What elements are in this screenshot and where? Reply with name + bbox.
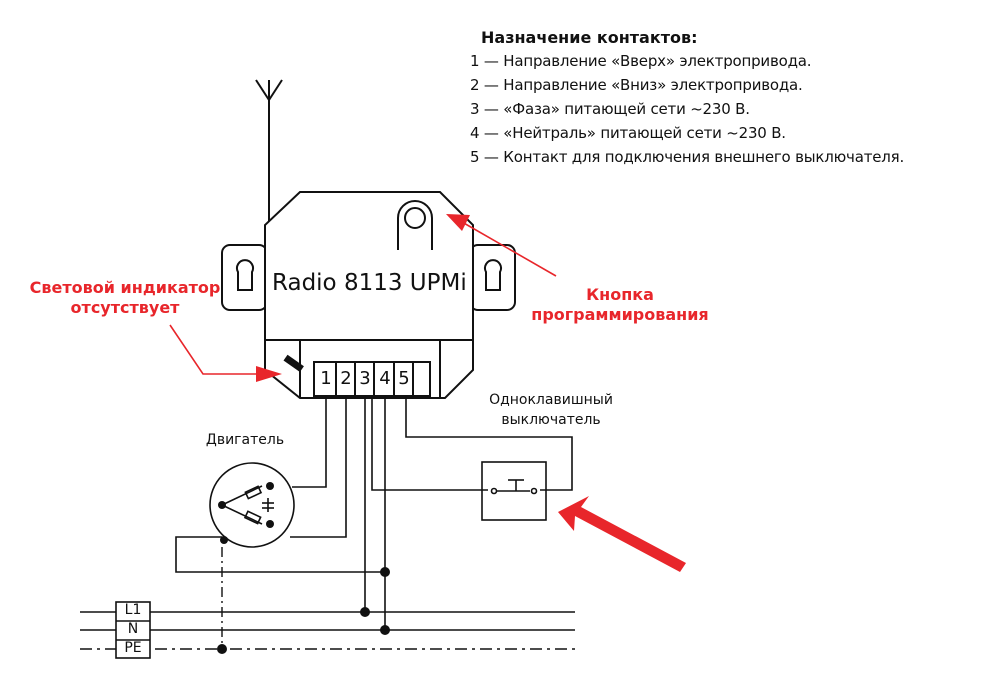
programming-button-icon (397, 200, 433, 250)
junction-dots (217, 482, 390, 654)
motor-label: Двигатель (205, 432, 285, 448)
button-arrow-head (446, 214, 470, 231)
terminal-3-label: 3 (359, 368, 371, 389)
indicator-callout-line-1: Световой индикатор (29, 278, 221, 297)
switch-callout-line-1: Одноклавишный (489, 392, 613, 408)
mounting-slot-icon (236, 259, 502, 291)
button-arrow (461, 221, 557, 277)
switch-arrow (558, 496, 686, 572)
legend-item-2: 2 — Направление «Вниз» электропривода. (470, 76, 803, 94)
wires (175, 396, 573, 630)
legend-item-1: 1 — Направление «Вверх» электропривода. (470, 52, 812, 70)
indicator-callout: Световой индикатор отсутствует (10, 278, 240, 318)
terminal-4-label: 4 (379, 368, 391, 389)
terminal-1-label: 1 (320, 368, 332, 389)
legend-item-4: 4 — «Нейтраль» питающей сети ~230 В. (470, 124, 786, 142)
switch-icon (481, 461, 547, 521)
legend-item-5: 5 — Контакт для подключения внешнего вык… (470, 148, 905, 166)
bus-pe-label: PE (124, 640, 142, 656)
switch-callout-line-2: выключатель (501, 412, 601, 428)
button-callout-line-1: Кнопка (586, 285, 654, 304)
button-callout: Кнопка программирования (515, 285, 725, 325)
indicator-arrow-head (256, 366, 282, 382)
indicator-arrow (169, 324, 258, 375)
legend-item-3: 3 — «Фаза» питающей сети ~230 В. (470, 100, 750, 118)
indicator-slot (283, 354, 304, 373)
bus-n-label: N (127, 621, 139, 637)
switch-callout: Одноклавишный выключатель (466, 390, 636, 430)
terminal-5-label: 5 (398, 368, 410, 389)
terminal-2-label: 2 (340, 368, 352, 389)
bus-l1-label: L1 (124, 602, 142, 618)
motor-icon (209, 462, 295, 548)
device-label: Radio 8113 UPMi (272, 270, 467, 296)
legend-title: Назначение контактов: (481, 28, 698, 47)
indicator-callout-line-2: отсутствует (70, 298, 180, 317)
antenna-icon (255, 79, 283, 232)
bus-lines (80, 601, 575, 659)
button-callout-line-2: программирования (531, 305, 709, 324)
